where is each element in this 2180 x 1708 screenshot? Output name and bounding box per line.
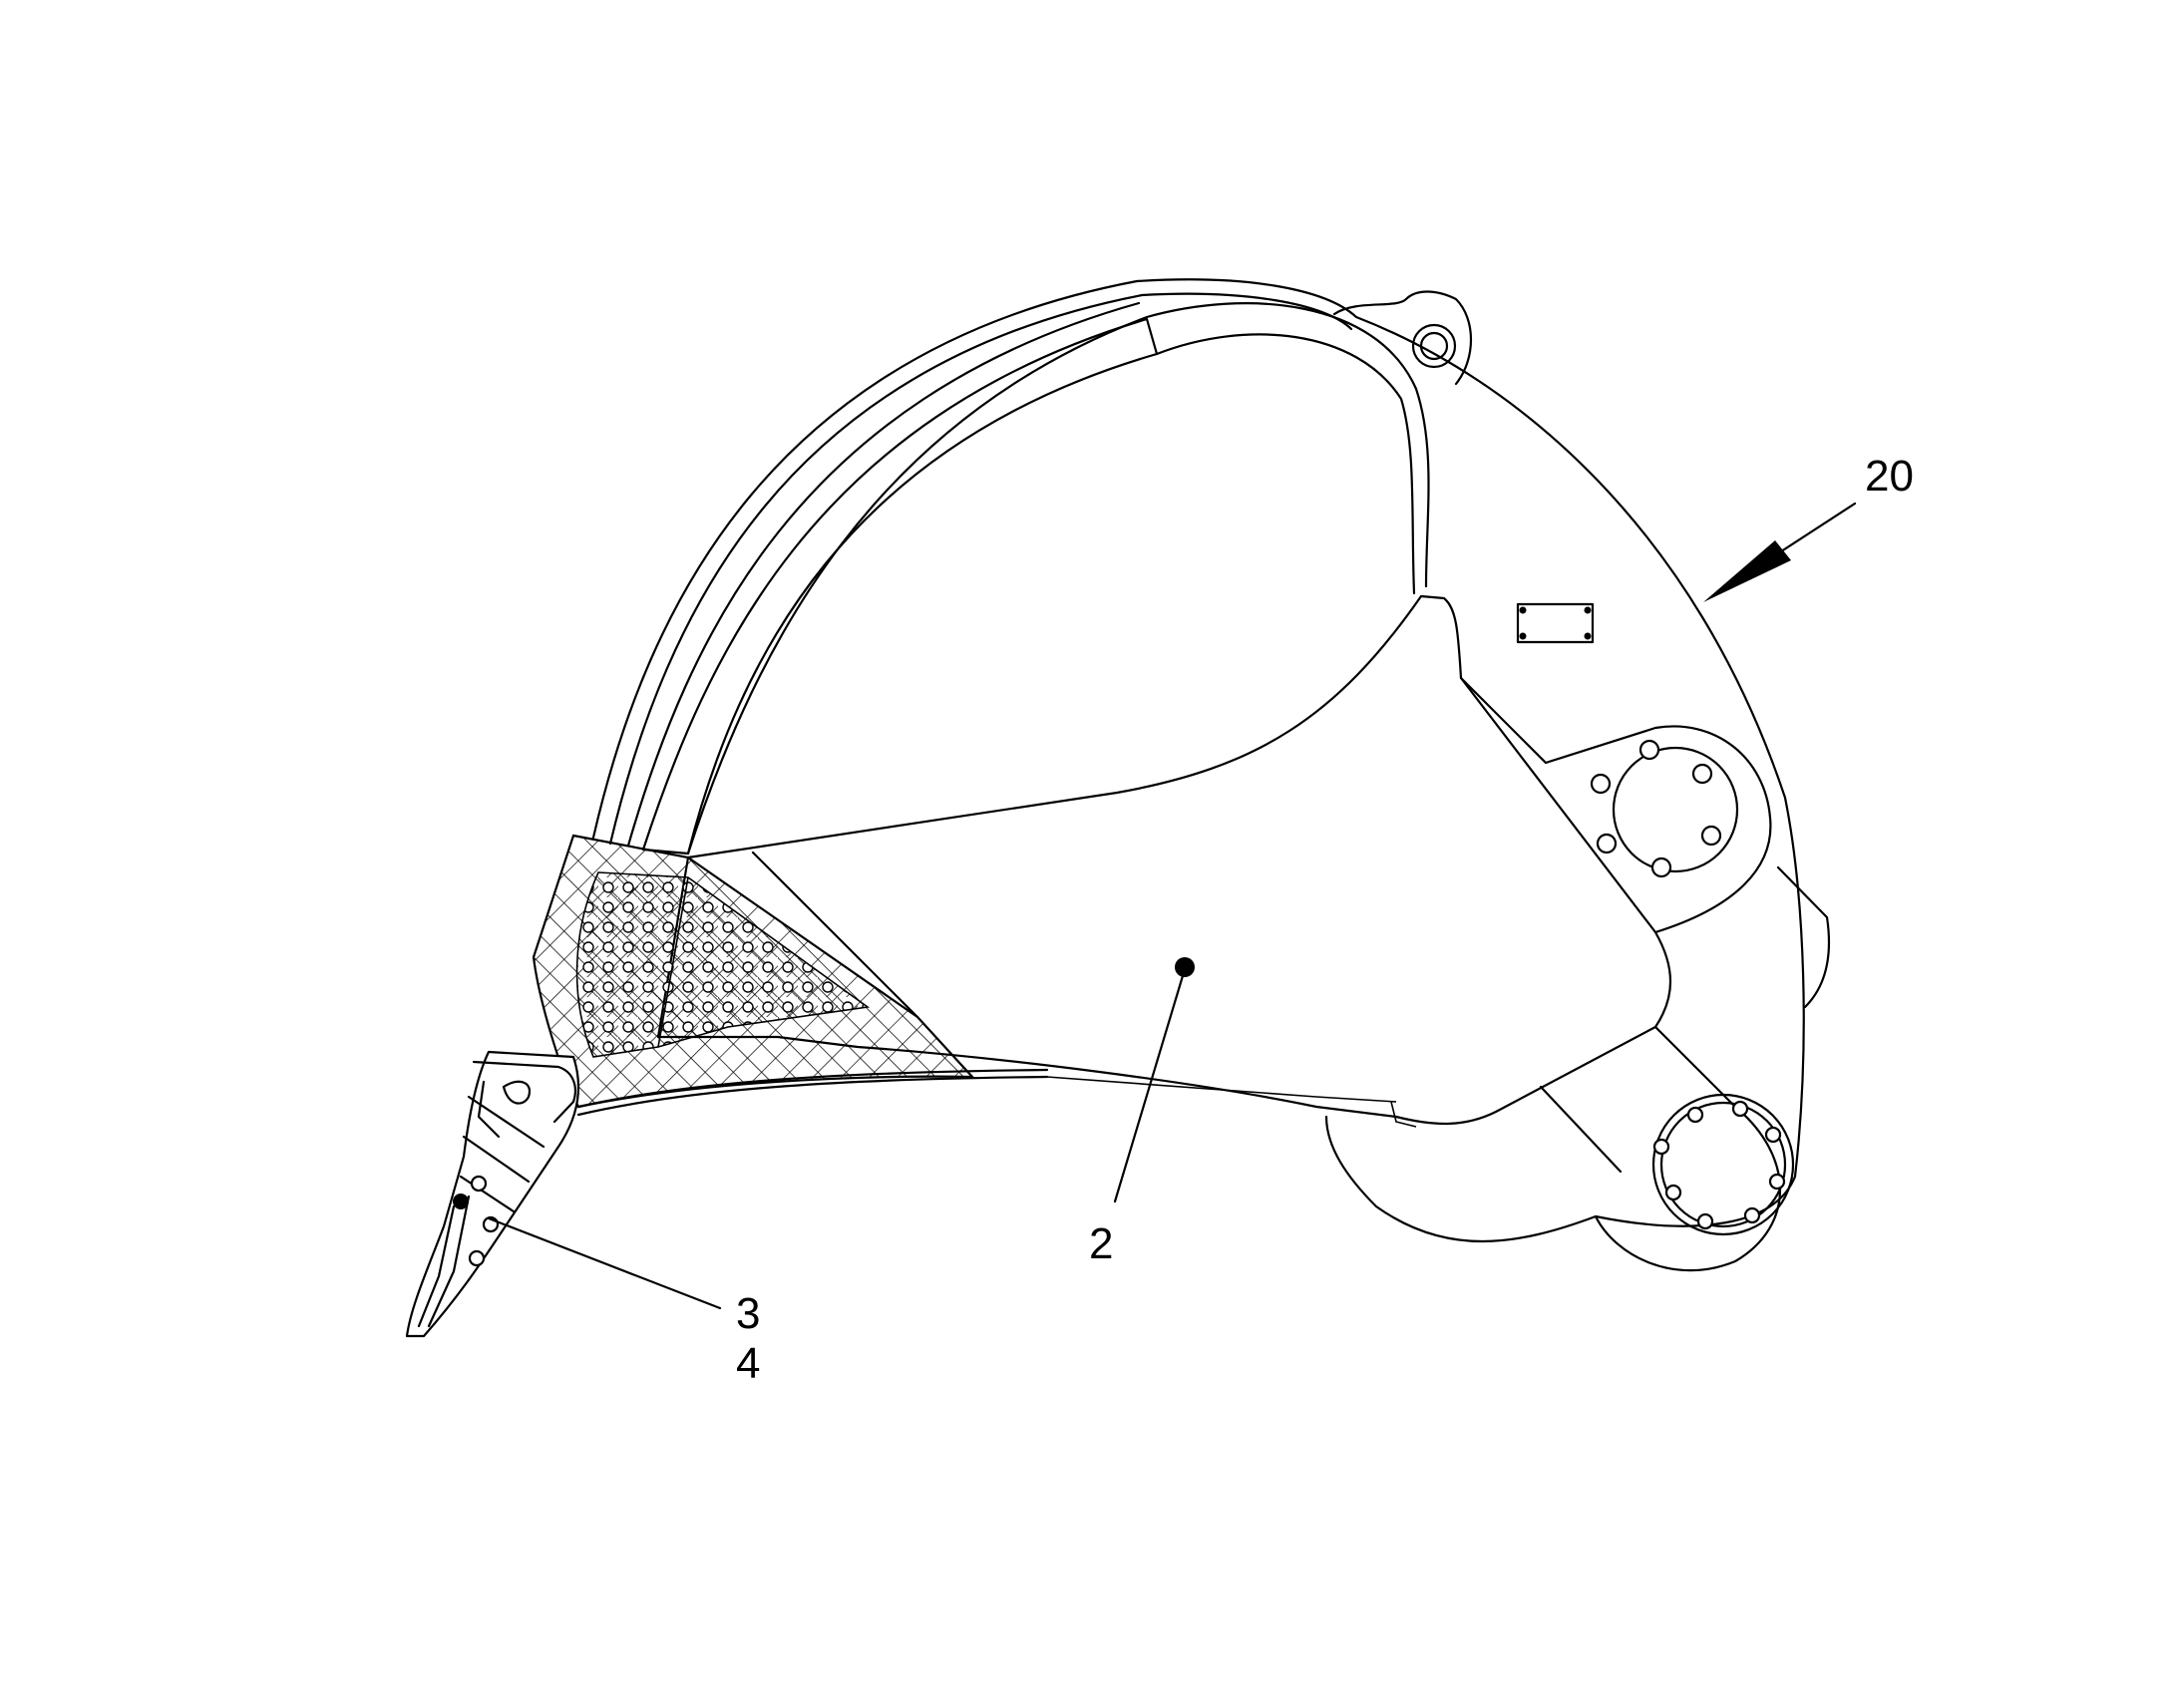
bucket-opening <box>686 302 1430 855</box>
bucket-shell <box>591 278 1805 1243</box>
leader-2-dot <box>1175 957 1195 977</box>
label-20: 20 <box>1865 452 1914 501</box>
annotations: 20 2 3 4 <box>487 452 1914 1388</box>
tooth-adapter <box>405 1050 580 1338</box>
leader-3-4 <box>487 1216 722 1310</box>
label-4: 4 <box>736 1339 760 1388</box>
lower-pin-boss <box>1539 1025 1795 1272</box>
arrow-20-head <box>1703 540 1791 602</box>
upper-pin-boss <box>1544 725 1772 934</box>
leader-2 <box>1113 967 1187 1203</box>
name-plate <box>1516 602 1595 644</box>
lifting-lug <box>1332 290 1472 386</box>
rear-bracket <box>1776 865 1831 1009</box>
wear-mesh <box>532 834 975 1109</box>
label-2: 2 <box>1089 1219 1113 1268</box>
label-3: 3 <box>736 1289 760 1338</box>
